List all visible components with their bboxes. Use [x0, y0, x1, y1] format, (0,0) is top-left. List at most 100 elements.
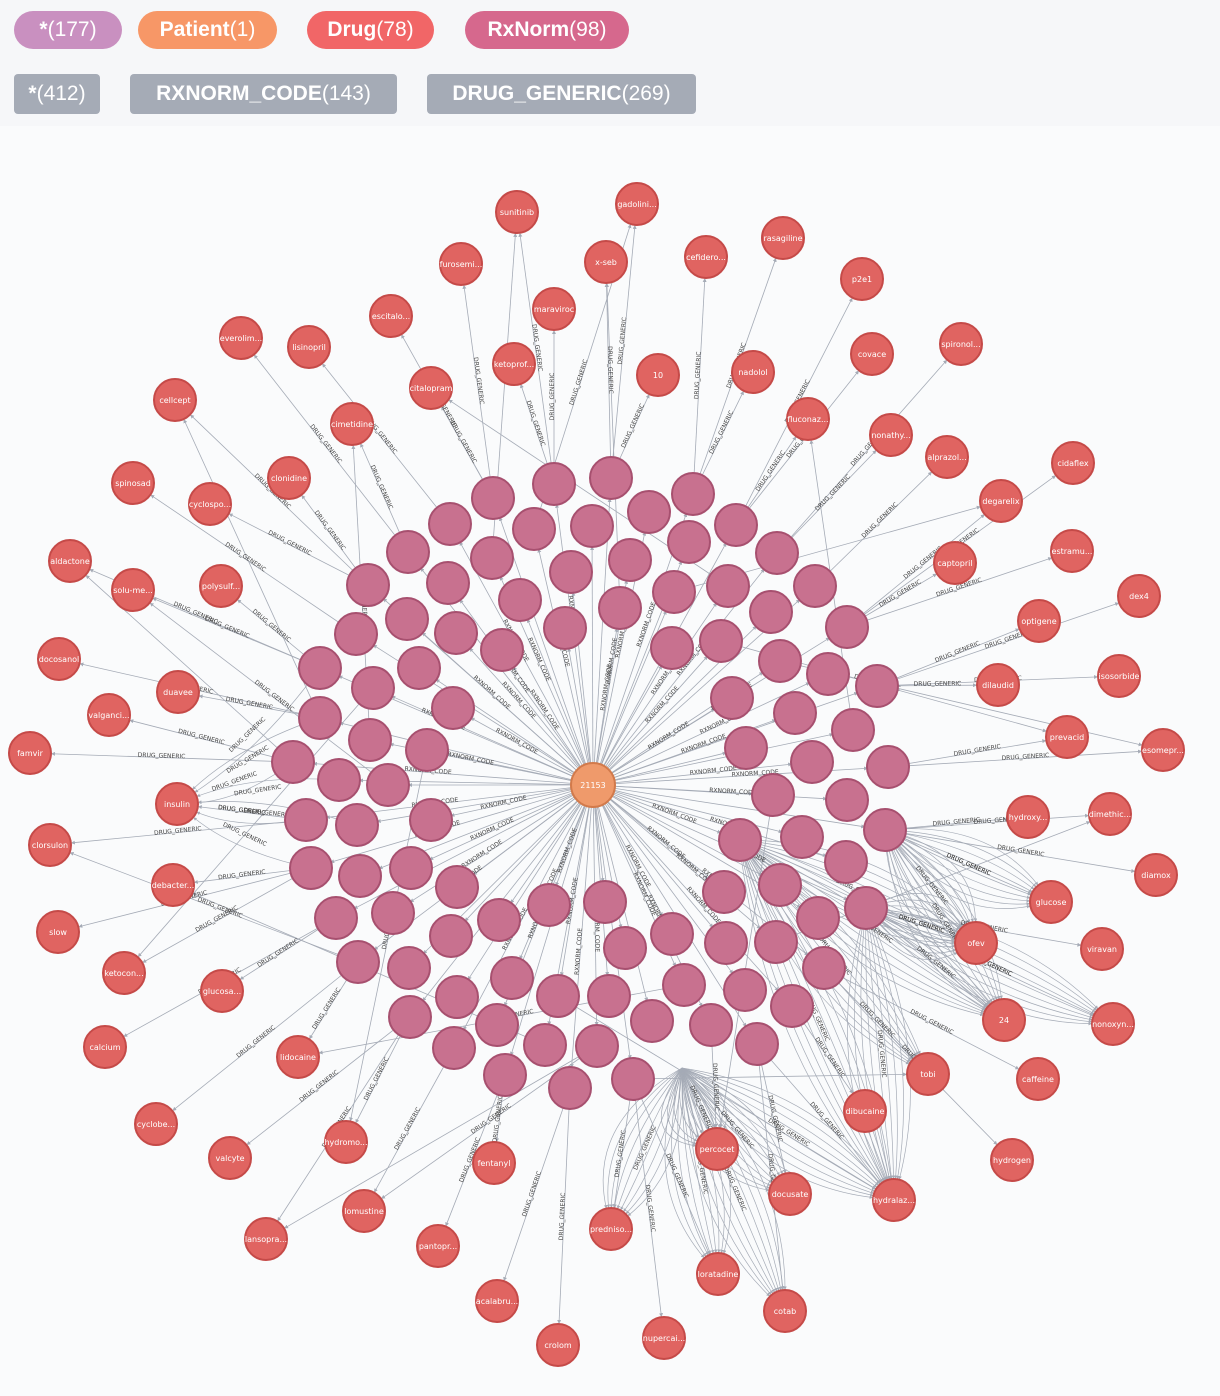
drug-node[interactable]: lansopra... [244, 1217, 288, 1261]
rxnorm-node[interactable] [608, 538, 652, 582]
drug-node[interactable]: ketocon... [102, 951, 146, 995]
drug-node[interactable]: cidaflex [1051, 441, 1095, 485]
rxnorm-node[interactable] [387, 946, 431, 990]
rxnorm-node[interactable] [718, 818, 762, 862]
rxnorm-node[interactable] [470, 536, 514, 580]
drug-node-circle[interactable] [200, 969, 244, 1013]
drug-node-circle[interactable] [244, 1217, 288, 1261]
rxnorm-node-circle[interactable] [575, 1024, 619, 1068]
drug-node[interactable]: glucose [1029, 880, 1073, 924]
drug-node-circle[interactable] [731, 350, 775, 394]
rxnorm-node-circle[interactable] [863, 808, 907, 852]
drug-node-circle[interactable] [37, 637, 81, 681]
drug-node-circle[interactable] [409, 366, 453, 410]
drug-node[interactable]: debacter... [151, 863, 195, 907]
rxnorm-node-circle[interactable] [549, 550, 593, 594]
rxnorm-node-circle[interactable] [650, 912, 694, 956]
drug-node-circle[interactable] [153, 378, 197, 422]
rxnorm-node[interactable] [523, 1023, 567, 1067]
rxnorm-node-circle[interactable] [543, 606, 587, 650]
drug-node[interactable]: captopril [933, 541, 977, 585]
drug-node-circle[interactable] [134, 1102, 178, 1146]
rxnorm-node-circle[interactable] [825, 778, 869, 822]
drug-node[interactable]: predniso... [589, 1207, 633, 1251]
rxnorm-node[interactable] [710, 676, 754, 720]
rxnorm-node[interactable] [699, 619, 743, 663]
drug-node[interactable]: 10 [636, 353, 680, 397]
drug-node[interactable]: valganci... [87, 693, 131, 737]
drug-node[interactable]: escitalo... [369, 294, 413, 338]
rxnorm-node-circle[interactable] [844, 886, 888, 930]
rxnorm-node[interactable] [603, 926, 647, 970]
rxnorm-node[interactable] [527, 883, 571, 927]
rxnorm-node[interactable] [432, 1026, 476, 1070]
rxnorm-node[interactable] [426, 561, 470, 605]
drug-node[interactable]: cefidero... [684, 235, 728, 279]
rxnorm-node-circle[interactable] [346, 563, 390, 607]
rxnorm-node[interactable] [409, 798, 453, 842]
drug-node[interactable]: ofev [954, 921, 998, 965]
rxnorm-node[interactable] [589, 456, 633, 500]
drug-node[interactable]: cyclospo... [188, 482, 232, 526]
drug-node-circle[interactable] [990, 1138, 1034, 1182]
rxnorm-node[interactable] [627, 490, 671, 534]
drug-node-circle[interactable] [536, 1323, 580, 1367]
rxnorm-node[interactable] [570, 504, 614, 548]
rxnorm-node[interactable] [386, 530, 430, 574]
rxnorm-node-circle[interactable] [432, 1026, 476, 1070]
drug-node[interactable]: nonoxyn... [1091, 1002, 1135, 1046]
rxnorm-node-circle[interactable] [714, 503, 758, 547]
rxnorm-node[interactable] [317, 758, 361, 802]
rxnorm-node-circle[interactable] [710, 676, 754, 720]
drug-node-circle[interactable] [1097, 654, 1141, 698]
drug-node-circle[interactable] [287, 325, 331, 369]
rxnorm-node-circle[interactable] [409, 798, 453, 842]
filter-rxnorm-code[interactable]: RXNORM_CODE(143) [130, 74, 397, 114]
rxnorm-node[interactable] [435, 865, 479, 909]
drug-node[interactable]: cimetidine [330, 402, 374, 446]
drug-node-circle[interactable] [36, 910, 80, 954]
drug-node-circle[interactable] [1134, 853, 1178, 897]
drug-node[interactable]: cotab [763, 1289, 807, 1333]
drug-node-circle[interactable] [267, 456, 311, 500]
drug-node[interactable]: cellcept [153, 378, 197, 422]
rxnorm-node-circle[interactable] [806, 652, 850, 696]
drug-node[interactable]: slow [36, 910, 80, 954]
rxnorm-node-circle[interactable] [855, 664, 899, 708]
rxnorm-node[interactable] [335, 803, 379, 847]
rxnorm-node[interactable] [671, 472, 715, 516]
drug-node[interactable]: isosorbide [1097, 654, 1141, 698]
drug-node-circle[interactable] [642, 1316, 686, 1360]
rxnorm-node-circle[interactable] [793, 564, 837, 608]
rxnorm-node-circle[interactable] [754, 920, 798, 964]
rxnorm-node-circle[interactable] [831, 708, 875, 752]
rxnorm-node-circle[interactable] [385, 597, 429, 641]
drug-node[interactable]: diamox [1134, 853, 1178, 897]
rxnorm-node[interactable] [825, 605, 869, 649]
drug-node[interactable]: dibucaine [843, 1089, 887, 1133]
rxnorm-node-circle[interactable] [490, 956, 534, 1000]
rxnorm-node-circle[interactable] [336, 940, 380, 984]
rxnorm-node[interactable] [435, 975, 479, 1019]
rxnorm-node-circle[interactable] [428, 502, 472, 546]
rxnorm-node-circle[interactable] [397, 646, 441, 690]
drug-node[interactable]: clonidine [267, 456, 311, 500]
drug-node-circle[interactable] [869, 413, 913, 457]
patient-node-circle[interactable] [570, 762, 616, 808]
rxnorm-node-circle[interactable] [689, 1003, 733, 1047]
drug-node[interactable]: dilaudid [976, 663, 1020, 707]
drug-node[interactable]: docosanol [37, 637, 81, 681]
rxnorm-node[interactable] [758, 863, 802, 907]
rxnorm-node[interactable] [298, 696, 342, 740]
drug-node[interactable]: cyclobe... [134, 1102, 178, 1146]
drug-node[interactable]: p2e1 [840, 257, 884, 301]
rxnorm-node[interactable] [543, 606, 587, 650]
drug-node[interactable]: 24 [982, 998, 1026, 1042]
rxnorm-node-circle[interactable] [366, 763, 410, 807]
rxnorm-node-circle[interactable] [796, 896, 840, 940]
drug-node-circle[interactable] [850, 332, 894, 376]
drug-node[interactable]: citalopram [409, 366, 453, 410]
rxnorm-node[interactable] [346, 563, 390, 607]
rxnorm-node[interactable] [714, 503, 758, 547]
drug-node[interactable]: famvir [8, 731, 52, 775]
